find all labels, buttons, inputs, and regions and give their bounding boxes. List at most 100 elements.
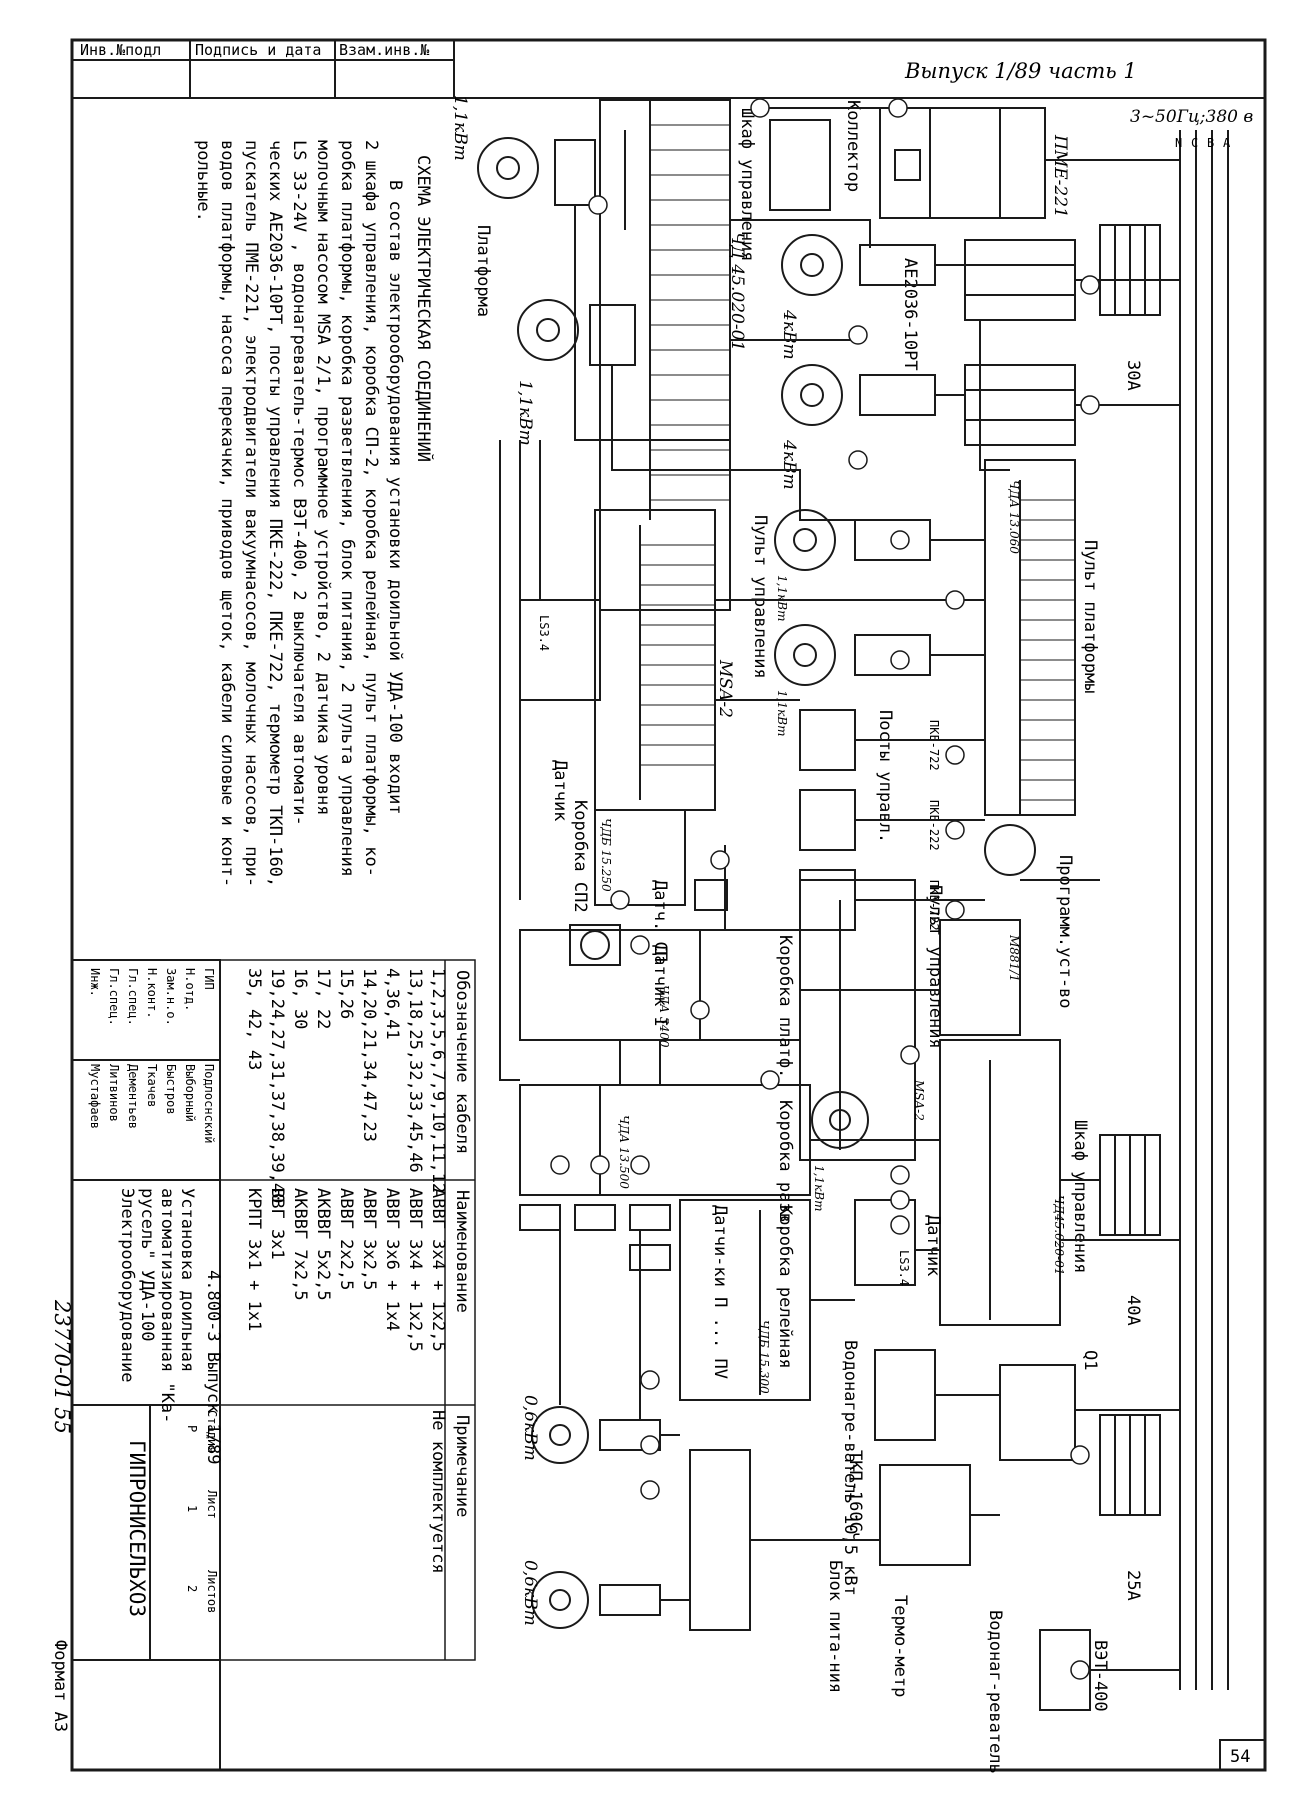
phase-c: C [1191,136,1198,150]
sensor-sp-label: Датч. СП [650,880,670,962]
terminal-box-m9 [689,1449,751,1631]
cable-table-header-1: Обозначение кабеля [452,970,472,1154]
motor-m8-power: 0,6кВт [520,1395,540,1461]
supply-bus [1179,130,1229,1690]
fuse-30a-label: 30А [1123,360,1143,391]
title-doc-code: 4.800-3 Выпуск 1/89 [203,1270,223,1464]
sheet-format: Формат А3 [50,1640,70,1732]
fuse-30a [1099,224,1161,316]
title-name-6: Литвинов [107,1064,121,1122]
cable-table-header-2: Наименование [452,1190,472,1313]
title-block-grid [71,959,221,1771]
notes-line-5: LS 33-24V , водонагреватель-термос ВЭТ-4… [289,140,309,826]
starter-pme-label: ПМЕ-221 [1050,134,1070,218]
title-sheets-val: 2 [185,1585,199,1592]
msa-1-terminals [640,544,715,766]
title-col-sheets: Листов [205,1570,219,1613]
wiring-upper [574,107,1180,521]
motor-m2-power: 1,1кВт [515,380,535,446]
box-platform-code: ЧДА 3400 [657,985,671,1048]
control-panel-msa-2-title: Пульт управления [925,885,945,1049]
breaker-ae-label: АЕ2036-10РТ [900,258,920,371]
title-role-3: Зам.н.о. [164,968,178,1026]
box-sp2-label: Коробка СП2 [570,800,590,913]
stamp-cell-3: Взам.инв.№ [339,41,429,59]
stamp-cell-1: Инв.№подл [80,41,161,59]
motor-m4 [781,364,936,426]
box-platform-label: Коробка платф. [775,935,795,1078]
sheet-frame [70,38,1267,1772]
title-role-2: Н.отд. [183,968,197,1011]
boiler-code: ВЭТ-400 [1090,1640,1110,1712]
fuse-25a [1099,1414,1161,1516]
cabinet-1-code: ЧД 45.020-01 [727,232,747,351]
boiler-label: Водонаг-реватель [985,1610,1005,1774]
title-desc-1: Установка доильная [177,1188,197,1372]
switch-q1 [999,1364,1076,1461]
notes-line-1: В состав электрооборудования установки д… [385,180,405,815]
control-panel-msa-2-code: MSA-2 [912,1079,926,1121]
motor-m9-power: 0,6кВт [520,1560,540,1626]
level-sensors-group [519,1204,671,1271]
title-role-1: ГИП [202,968,216,990]
control-panel-msa-1-title: Пульт управления [750,515,770,679]
program-device-label: Программ.уст-во [1055,855,1075,1009]
title-role-5: Гл.спец. [126,968,140,1026]
motor-m6-power: 1,1кВт [775,690,789,736]
supply-label: 3~50Гц;380 в [1130,107,1253,127]
phase-b: B [1207,136,1214,150]
cable-row-5-codes: 15,26 [336,968,356,1019]
title-role-4: Н.конт. [145,968,159,1019]
title-name-3: Быстров [164,1064,178,1115]
cable-row-1-type: АВВГ 3х4 + 1х2,5 [428,1188,448,1352]
cabinet-2-title: Шкаф управления [1070,1120,1090,1274]
cable-row-3-note: Не комплектуется [428,1410,448,1574]
sensors-multi-label: Датчи-ки П ... ПV [710,1205,730,1379]
platform-label: Платформа [473,225,493,317]
power-block [879,1464,971,1566]
cable-row-4-codes: 14,20,21,34,47,23 [359,968,379,1142]
collector-box [769,119,831,211]
box-sp2 [594,809,686,906]
program-device [939,824,1036,1036]
post-pke222: ПКЕ-222 [927,800,941,851]
stamp-cell-2: Подпись и дата [195,41,321,59]
fuse-40a-label: 40А [1123,1295,1143,1326]
cable-row-2-codes: 13,18,25,32,33,45,46 [405,968,425,1173]
post-pke722-2: ПКЕ-722 [927,880,941,931]
post-pke722-1: ПКЕ-722 [927,720,941,771]
motor-m2 [517,299,636,366]
level-sensor-2 [854,1199,916,1286]
phase-n: N [1175,136,1182,150]
notes-line-3: робка платформы, коробка разветвления, б… [337,140,357,877]
posts-label: Посты управл. [875,710,895,843]
motor-m3-power: 1,1кВт [775,575,789,621]
cable-row-5-type: АВВГ 2х2,5 [336,1188,356,1290]
cable-row-4-type: АВВГ 3х2,5 [359,1188,379,1290]
sheet-number-box [1219,1739,1266,1771]
motor-m5-power: 4кВт [779,309,799,360]
cabinet-1-title: Шкаф управления [737,108,757,262]
cable-row-9-codes: 35, 42, 43 [244,968,264,1070]
relay-box-code: ЧДБ 15.300 [757,1320,771,1394]
notes-line-7: пускатель ПМЕ-221, электродвигатели ваку… [241,140,261,887]
cable-row-8-codes: 19,24,27,31,37,38,39,40 [267,968,287,1203]
title-desc-4: Электрооборудование [117,1188,137,1382]
box-branch-code: ЧДА 13.500 [617,1115,631,1189]
notes-line-9: рольные. [193,140,213,222]
collector-label: Коллектор [843,100,863,192]
control-cabinet-2 [939,1039,1061,1326]
title-desc-3: русель" УДА-100 [137,1188,157,1342]
stamp-cells [71,39,455,99]
control-panel-msa-1-code: MSA-2 [715,659,735,718]
cable-row-6-codes: 17, 22 [313,968,333,1029]
title-stage-val: Р [185,1425,199,1432]
breaker-ae2036-1 [964,239,1076,321]
notes-line-4: молочным насосом MSA 2/1, программное ус… [313,140,333,816]
control-panel-msa-2 [799,879,916,1161]
cable-row-3-type: АВВГ 3х6 + 1х4 [382,1188,402,1331]
program-device-code: М881/1 [1007,934,1021,982]
wiring-main [499,440,1180,1671]
title-sheet-val: 1 [185,1505,199,1512]
motor-m1 [477,137,596,206]
